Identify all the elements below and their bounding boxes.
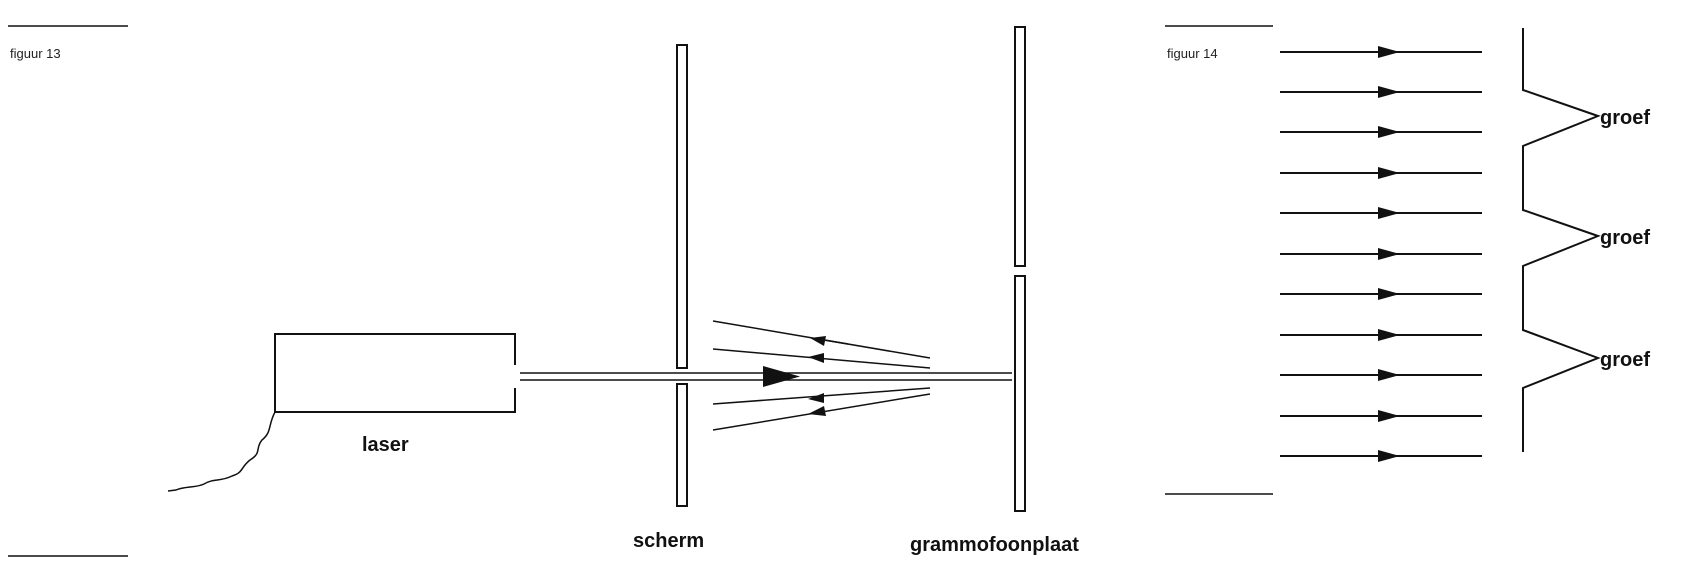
incident-laser-beam bbox=[520, 366, 1012, 387]
figure-13: figuur 13 laser scherm grammofoonplaat bbox=[8, 25, 1079, 557]
diffracted-arrowheads bbox=[808, 336, 826, 416]
figure-14-caption: figuur 14 bbox=[1167, 46, 1218, 61]
laser-power-cable bbox=[167, 411, 276, 492]
ray-arrowheads bbox=[1378, 46, 1400, 462]
groove-label-2: groef bbox=[1600, 227, 1650, 249]
laser-label: laser bbox=[362, 434, 409, 456]
grammofoonplaat-record bbox=[1014, 26, 1026, 512]
scherm-label: scherm bbox=[633, 530, 704, 552]
grammofoonplaat-label: grammofoonplaat bbox=[910, 534, 1079, 556]
figure-14: figuur 14 bbox=[1165, 25, 1650, 495]
groove-profile bbox=[1522, 28, 1601, 452]
scherm-screen bbox=[676, 44, 688, 507]
figure-13-caption: figuur 13 bbox=[10, 46, 61, 61]
groove-label-1: groef bbox=[1600, 107, 1650, 129]
groove-label-3: groef bbox=[1600, 349, 1650, 371]
laser-device bbox=[167, 333, 516, 492]
